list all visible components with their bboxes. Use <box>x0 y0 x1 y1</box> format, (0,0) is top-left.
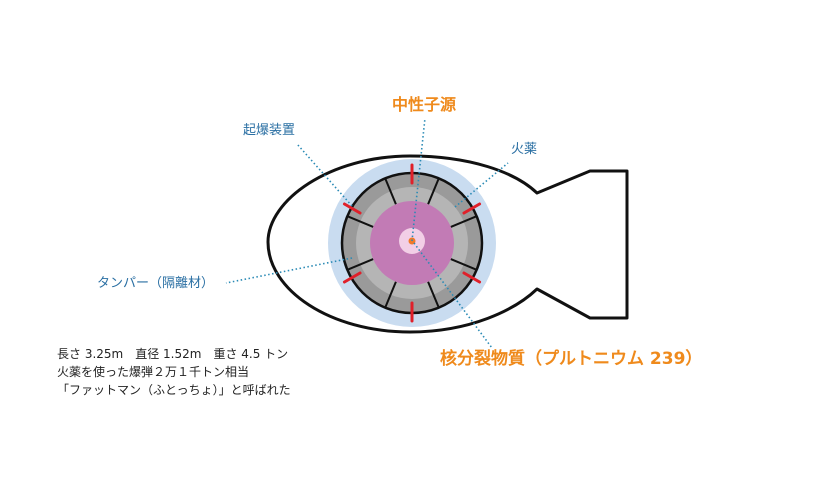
segment-divider <box>346 258 374 271</box>
leader-tamper <box>225 257 353 284</box>
detonator-marks <box>342 163 482 323</box>
label-neutron-source: 中性子源 <box>392 95 457 114</box>
spec-notes: 長さ 3.25m 直径 1.52m 重さ 4.5 トン 火薬を使った爆弾２万１千… <box>57 345 291 399</box>
leader-fissile <box>413 242 493 349</box>
detonator-mark <box>342 202 362 215</box>
detonator-mark <box>462 202 482 215</box>
spec-line-dimensions: 長さ 3.25m 直径 1.52m 重さ 4.5 トン <box>57 347 289 361</box>
segment-divider <box>346 215 374 228</box>
label-tamper: タンパー（隔離材） <box>97 276 215 291</box>
detonator-mark <box>342 271 362 284</box>
spec-line-yield: 火薬を使った爆弾２万１千トン相当 <box>57 365 250 379</box>
leader-detonator <box>296 143 353 207</box>
label-explosive: 火薬 <box>511 142 538 157</box>
segment-divider <box>427 177 440 205</box>
spec-line-nickname: 「ファットマン（ふとっちょ）」と呼ばれた <box>57 383 291 397</box>
explosive-segments <box>346 177 478 309</box>
segment-divider <box>427 281 440 309</box>
segment-divider <box>384 281 397 309</box>
segment-divider <box>450 258 478 271</box>
segment-divider <box>450 215 478 228</box>
leader-explosive <box>454 162 509 208</box>
leader-lines <box>225 117 509 349</box>
detonator-mark <box>462 271 482 284</box>
label-detonator: 起爆装置 <box>243 123 296 138</box>
segment-divider <box>384 177 397 205</box>
leader-neutron <box>411 117 426 242</box>
label-fissile-material: 核分裂物質（プルトニウム 239） <box>440 349 703 369</box>
